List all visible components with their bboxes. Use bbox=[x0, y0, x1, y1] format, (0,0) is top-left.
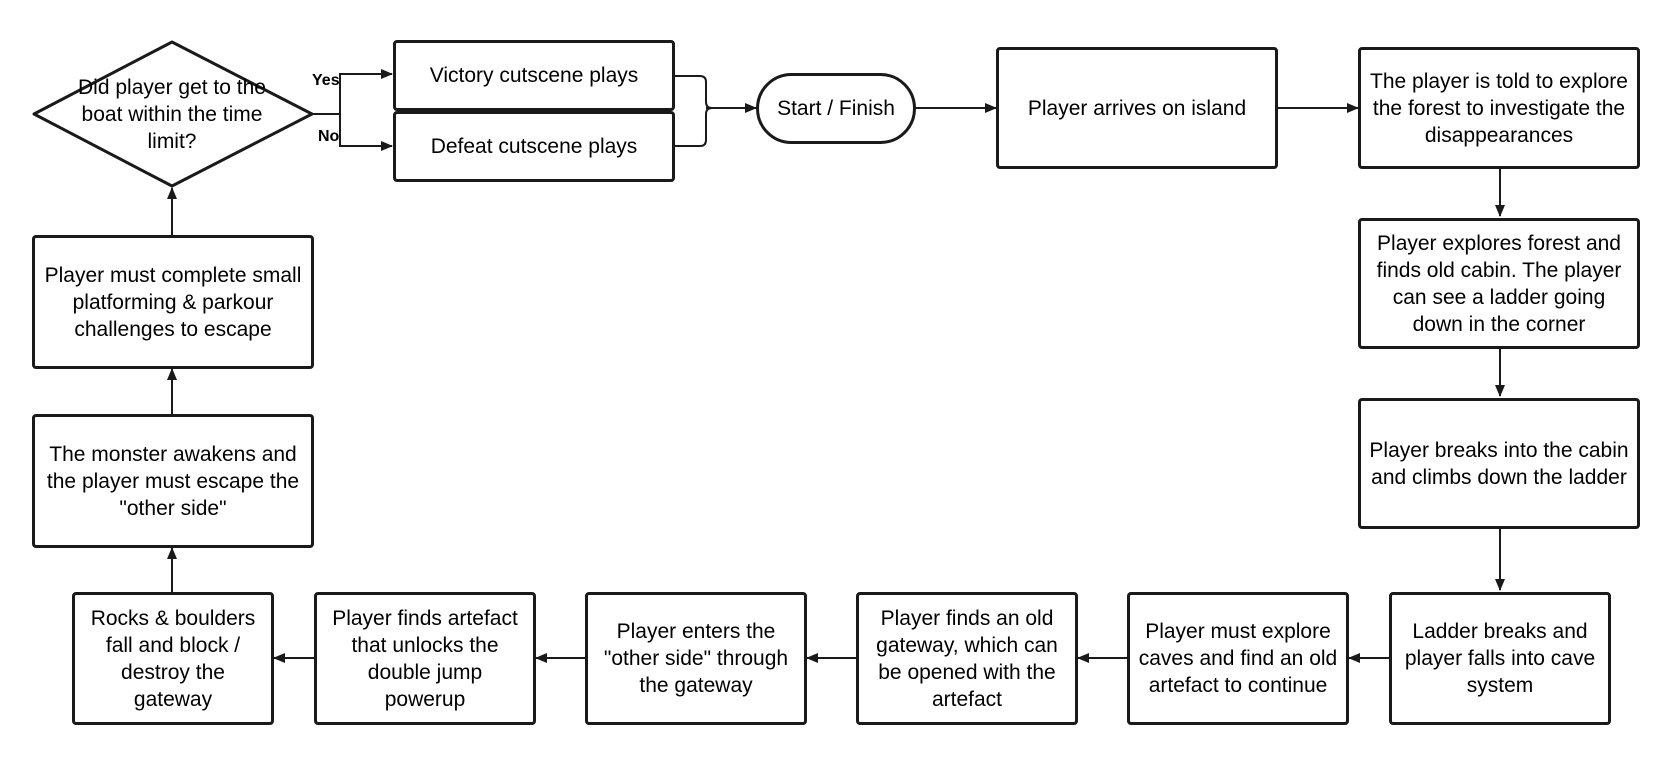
node-told-to-explore: The player is told to explore the forest… bbox=[1358, 47, 1640, 169]
node-rocks-fall: Rocks & boulders fall and block / destro… bbox=[72, 592, 274, 725]
node-victory-cutscene: Victory cutscene plays bbox=[393, 40, 675, 111]
decision-diamond bbox=[32, 40, 314, 188]
edge-label-no: No bbox=[318, 128, 340, 145]
edge-defeat-merge bbox=[674, 107, 713, 147]
node-monster-awakens: The monster awakens and the player must … bbox=[32, 414, 314, 548]
edge-label-yes: Yes bbox=[312, 72, 340, 89]
decision-question: Did player get to the boat within the ti… bbox=[78, 75, 266, 153]
node-finds-gateway: Player finds an old gateway, which can b… bbox=[856, 592, 1078, 725]
node-start-finish: Start / Finish bbox=[756, 73, 916, 144]
node-defeat-cutscene: Defeat cutscene plays bbox=[393, 111, 675, 182]
node-arrives-on-island: Player arrives on island bbox=[996, 47, 1278, 169]
node-enters-other-side: Player enters the "other side" through t… bbox=[585, 592, 807, 725]
node-explore-caves: Player must explore caves and find an ol… bbox=[1127, 592, 1349, 725]
edge-victory-merge bbox=[674, 75, 713, 109]
edge-yes bbox=[312, 69, 393, 115]
node-finds-cabin: Player explores forest and finds old cab… bbox=[1358, 218, 1640, 349]
node-platforming-challenges: Player must complete small platforming &… bbox=[32, 235, 314, 369]
node-breaks-into-cabin: Player breaks into the cabin and climbs … bbox=[1358, 398, 1640, 529]
edge-no bbox=[339, 114, 393, 151]
node-finds-powerup: Player finds artefact that unlocks the d… bbox=[314, 592, 536, 725]
node-ladder-breaks: Ladder breaks and player falls into cave… bbox=[1389, 592, 1611, 725]
